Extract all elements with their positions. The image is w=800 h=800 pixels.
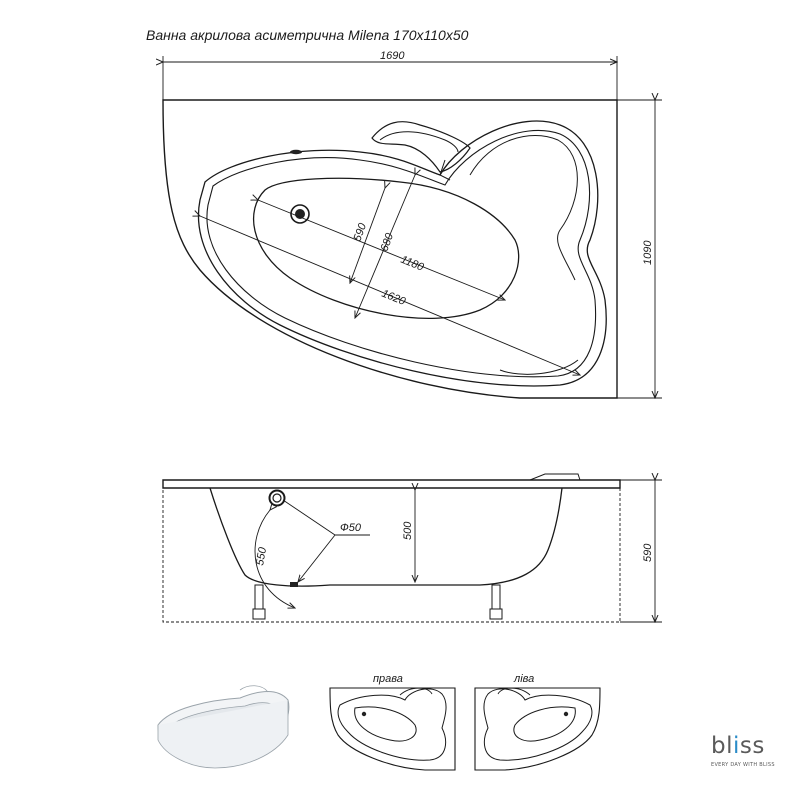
plan-inner-rim (197, 120, 607, 387)
side-view (162, 473, 621, 623)
dim-bowl-length: 1180 (399, 254, 426, 274)
dim-total-width: 1090 (642, 240, 654, 265)
dim-inner-length: 1620 (380, 288, 408, 309)
plan-dimensions (163, 56, 662, 398)
bath-render (157, 685, 290, 769)
dim-drain-distance: 550 (254, 545, 269, 566)
side-rim (162, 479, 621, 489)
plan-dimension-labels: 1690 1090 590 680 1180 1620 (352, 50, 654, 308)
drawing-title: Ванна акрилова асиметрична Milena 170х11… (146, 27, 469, 43)
variant-right (329, 687, 456, 771)
side-overflow (268, 489, 286, 507)
dim-bowl-width: 680 (379, 231, 397, 253)
side-body (209, 487, 563, 587)
brand-tagline: EVERY DAY WITH BLISS (711, 762, 775, 768)
side-dimensions (254, 480, 662, 622)
side-envelope (162, 479, 621, 623)
variant-left-label: ліва (514, 673, 535, 685)
variant-right-label: права (373, 673, 403, 685)
dim-depth: 500 (402, 521, 414, 540)
dim-total-length: 1690 (380, 50, 405, 62)
variant-left (474, 687, 601, 771)
dim-drain-diameter: Ф50 (340, 522, 362, 534)
brand-logo: bliss (711, 733, 765, 759)
dim-inner-width: 590 (352, 221, 370, 243)
side-dimension-labels: Ф50 550 500 590 (254, 521, 654, 567)
dim-total-height: 590 (642, 543, 654, 562)
plan-headrest (371, 121, 471, 173)
